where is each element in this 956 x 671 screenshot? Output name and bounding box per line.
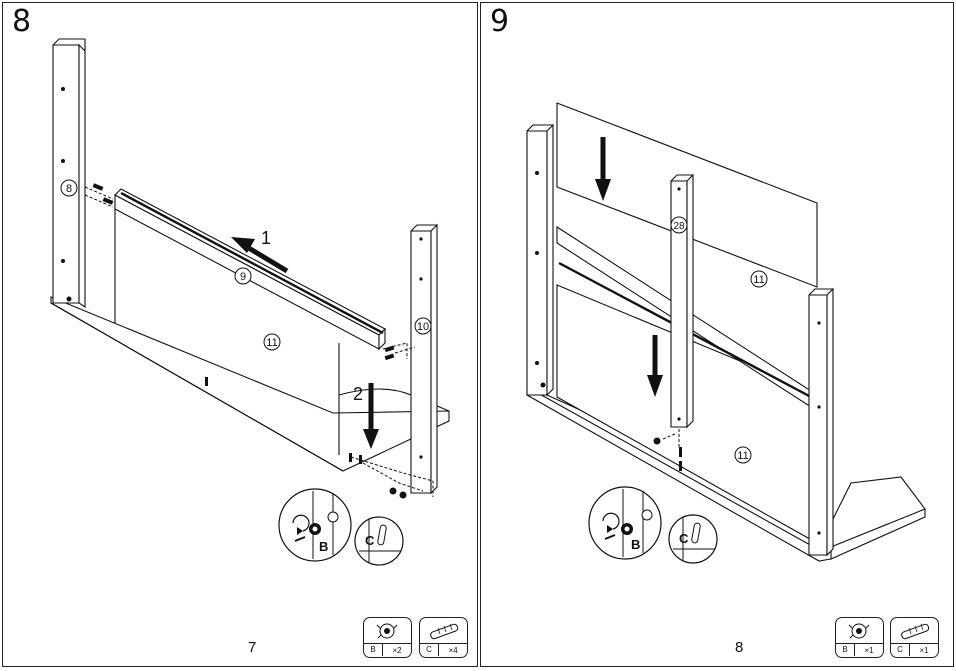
arrow-label-1: 1: [261, 228, 271, 248]
assembly-illustration-step-8: 8 9 11 10 1 2 B C: [50, 38, 450, 566]
arrow-2: [363, 383, 379, 449]
assembly-illustration-step-9: 28 11 11 B C: [526, 102, 926, 564]
svg-text:C: C: [365, 533, 375, 548]
right-post: [808, 294, 828, 556]
hardware-box-c: C ×1: [890, 617, 939, 658]
svg-text:B: B: [319, 539, 328, 554]
part-label-11-bottom: 11: [737, 450, 748, 462]
detail-dowel: C: [354, 516, 404, 566]
arrow-down-middle: [647, 335, 663, 397]
detail-cam-lock: B: [588, 486, 662, 560]
part-label-8: 8: [66, 183, 72, 195]
step-number: 8: [12, 4, 32, 39]
dowel-icon: [430, 623, 459, 640]
left-post: [526, 130, 548, 396]
instruction-page-step-8: 8: [2, 2, 478, 667]
step-number: 9: [490, 4, 510, 39]
page-number: 7: [248, 639, 257, 656]
arrow-label-2: 2: [353, 384, 363, 404]
dowel-holes: [535, 171, 821, 535]
instruction-page-step-9: 9: [480, 2, 954, 667]
part-label-9: 9: [240, 271, 246, 283]
hardware-box-b: B ×1: [835, 617, 884, 658]
page-number: 8: [735, 639, 744, 656]
svg-text:C: C: [679, 531, 689, 546]
dowel-icon: [901, 623, 930, 640]
base-board: [50, 296, 450, 472]
part-label-10: 10: [417, 321, 429, 333]
hardware-box-c: C ×4: [419, 617, 468, 658]
part-label-28: 28: [673, 221, 685, 232]
hardware-box-b: B ×2: [363, 617, 412, 658]
left-post: [52, 44, 80, 304]
cam-lock-icon: [848, 623, 870, 639]
detail-cam-lock: B: [278, 488, 352, 562]
detail-dowel: C: [668, 514, 718, 564]
part-label-11-top: 11: [753, 274, 764, 286]
arrow-1: [231, 237, 289, 274]
cam-lock-icon: [376, 623, 398, 639]
dowel-holes: [61, 87, 423, 459]
arrow-down-top: [595, 137, 611, 201]
svg-text:B: B: [631, 537, 640, 552]
right-post-10: [410, 230, 432, 494]
part-label-11: 11: [266, 337, 277, 349]
